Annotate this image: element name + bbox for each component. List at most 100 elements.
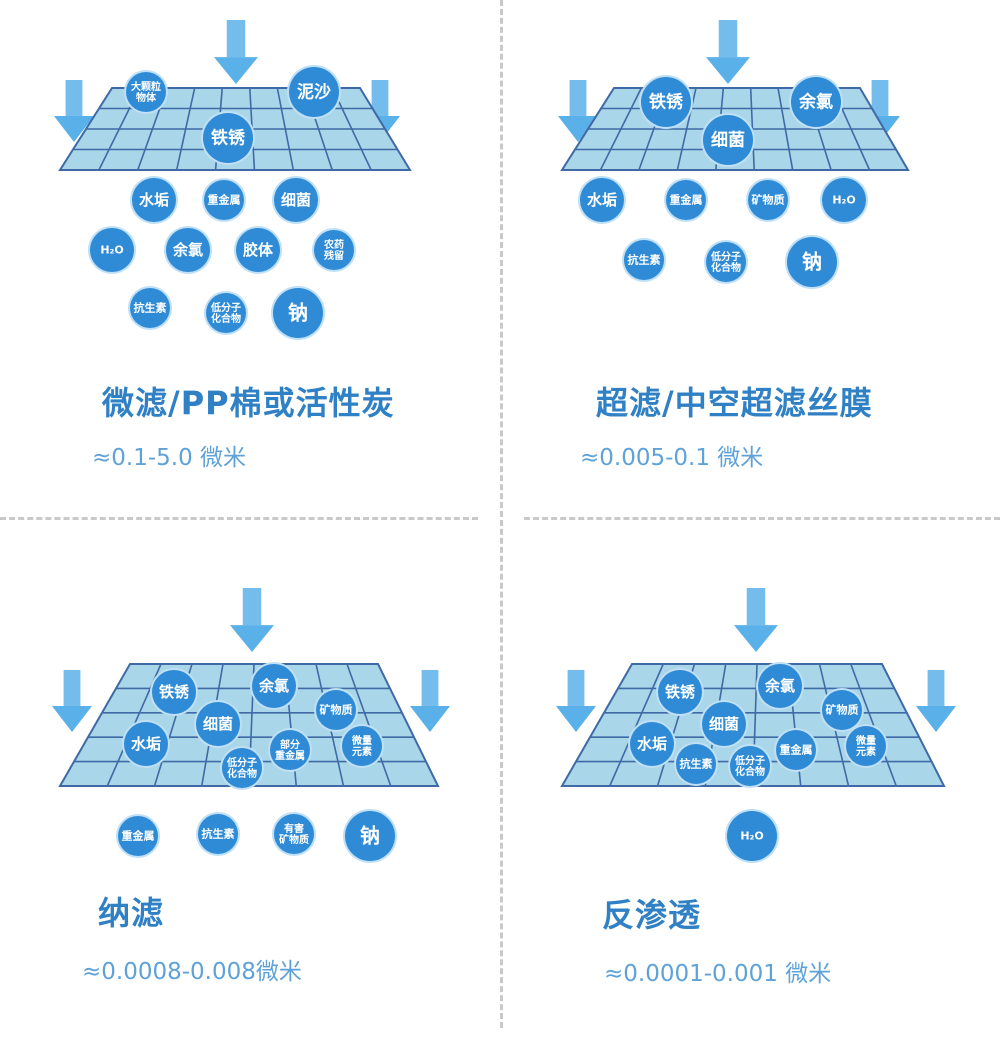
reverse-osmosis-diagram: 铁锈余氯矿物质细菌水垢微量元素抗生素低分子化合物重金属H₂O xyxy=(556,588,956,863)
particle-ball: 抗生素 xyxy=(196,812,240,856)
particle-label: 铁锈 xyxy=(211,127,246,148)
particle-ball: 细菌 xyxy=(700,700,748,748)
particle-label: 铁锈 xyxy=(649,91,684,112)
particle-ball: 泥沙 xyxy=(287,65,341,119)
particle-label: 抗生素 xyxy=(628,253,661,267)
particle-label: 残留 xyxy=(324,249,344,262)
down-arrow-icon xyxy=(556,670,596,732)
particle-ball: 重金属 xyxy=(664,178,708,222)
particle-ball: 矿物质 xyxy=(820,688,864,732)
particle-label: 部分 xyxy=(280,738,300,751)
horizontal-divider-right xyxy=(524,517,1000,520)
particle-label: 农药 xyxy=(323,238,344,251)
particle-label: 矿物质 xyxy=(320,703,353,717)
particle-label: 元素 xyxy=(352,745,372,758)
particle-label: 胶体 xyxy=(243,241,274,259)
particle-ball: 钠 xyxy=(271,286,325,340)
horizontal-divider-left xyxy=(0,517,478,520)
particle-label: 低分子 xyxy=(710,250,741,263)
particle-label: 钠 xyxy=(360,823,380,847)
particle-label: 余氯 xyxy=(764,677,795,695)
panel-pore-range: ≈0.0008-0.008微米 xyxy=(82,959,302,985)
particle-label: 细菌 xyxy=(203,715,233,733)
particle-ball: 余氯 xyxy=(250,662,298,710)
particle-label: 水垢 xyxy=(131,735,161,753)
particle-label: 重金属 xyxy=(208,193,241,207)
particle-ball: 细菌 xyxy=(701,113,755,167)
particle-label: 细菌 xyxy=(711,129,745,150)
particle-ball: H₂O xyxy=(725,809,779,863)
particle-label: 钠 xyxy=(288,300,308,324)
particle-label: 微量 xyxy=(855,734,876,747)
down-arrow-icon xyxy=(558,80,598,142)
particle-label: 低分子 xyxy=(210,301,241,314)
particle-label: H₂O xyxy=(740,830,763,843)
particle-label: 化合物 xyxy=(211,312,241,325)
particle-label: H₂O xyxy=(832,194,855,207)
particle-label: 重金属 xyxy=(780,743,813,757)
particle-label: 重金属 xyxy=(670,193,703,207)
particle-ball: 铁锈 xyxy=(150,668,198,716)
particle-ball: H₂O xyxy=(88,226,136,274)
particle-label: 余氯 xyxy=(798,91,833,112)
particle-label: 重金属 xyxy=(275,749,305,762)
particle-label: 低分子 xyxy=(734,754,765,767)
vertical-divider xyxy=(500,0,503,1028)
particle-label: 化合物 xyxy=(227,767,257,780)
particle-label: 化合物 xyxy=(711,261,741,274)
panel-microfiltration: 大颗粒物体 泥沙铁锈水垢 重金属 细菌 H₂O 余氯 胶体 农药残留抗生素 低分子化合物 钠 微滤… xyxy=(0,0,500,514)
particle-label: 矿物质 xyxy=(279,833,309,846)
panel-title: 纳滤 xyxy=(98,894,165,932)
down-arrow-icon xyxy=(230,588,274,652)
particle-ball: 水垢 xyxy=(130,176,178,224)
particle-ball: 重金属 xyxy=(202,178,246,222)
particle-label: 重金属 xyxy=(122,829,155,843)
particle-ball: 抗生素 xyxy=(674,742,718,786)
particle-ball: 胶体 xyxy=(234,226,282,274)
particle-ball: 余氯 xyxy=(789,75,843,129)
particle-ball: 抗生素 xyxy=(622,238,666,282)
particle-ball: 水垢 xyxy=(122,720,170,768)
particle-ball: H₂O xyxy=(820,176,868,224)
particle-label: 大颗粒 xyxy=(131,80,161,93)
nanofiltration-diagram: 铁锈余氯矿物质细菌水垢部分重金属微量元素低分子化合物重金属抗生素有害矿物质钠 xyxy=(52,588,450,863)
particle-ball: 细菌 xyxy=(272,176,320,224)
particle-ball: 水垢 xyxy=(578,176,626,224)
particle-label: 细菌 xyxy=(281,191,311,209)
particle-label: 余氯 xyxy=(172,241,203,259)
down-arrow-icon xyxy=(916,670,956,732)
particle-ball: 矿物质 xyxy=(314,688,358,732)
particle-ball: 余氯 xyxy=(756,662,804,710)
particle-ball: 铁锈 xyxy=(201,111,255,165)
particle-label: H₂O xyxy=(100,244,123,257)
particle-label: 抗生素 xyxy=(134,301,167,315)
particle-label: 化合物 xyxy=(735,765,765,778)
particle-label: 水垢 xyxy=(587,191,617,209)
particle-ball: 铁锈 xyxy=(639,75,693,129)
particle-ball: 矿物质 xyxy=(746,178,790,222)
panel-title: 反渗透 xyxy=(602,896,702,934)
panel-title: 微滤/PP棉或活性炭 xyxy=(102,384,395,422)
particle-ball: 钠 xyxy=(343,809,397,863)
particle-label: 水垢 xyxy=(139,191,169,209)
panel-nanofiltration: 铁锈余氯矿物质细菌水垢部分重金属微量元素低分子化合物重金属抗生素有害矿物质钠 纳… xyxy=(0,524,500,1038)
particle-ball: 余氯 xyxy=(164,226,212,274)
particle-label: 抗生素 xyxy=(202,827,235,841)
particle-label: 物体 xyxy=(136,91,157,104)
particle-ball: 细菌 xyxy=(194,700,242,748)
particle-label: 元素 xyxy=(856,745,876,758)
particle-label: 矿物质 xyxy=(752,193,785,207)
particle-label: 余氯 xyxy=(258,677,289,695)
particle-label: 细菌 xyxy=(709,715,739,733)
down-arrow-icon xyxy=(706,20,750,84)
